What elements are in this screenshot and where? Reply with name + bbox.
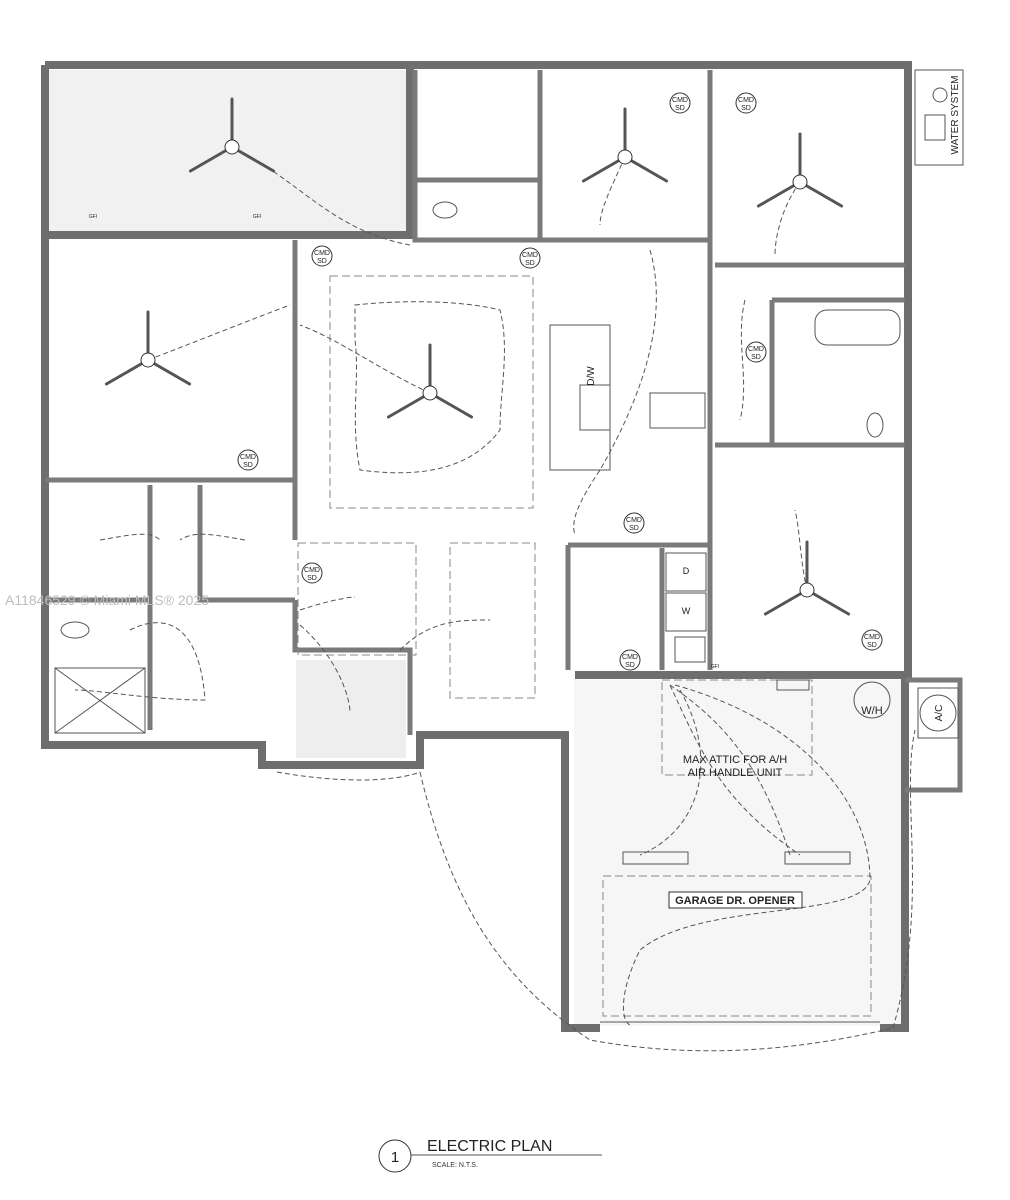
ac-unit-icon [917, 687, 959, 739]
circuit-wiring [74, 146, 916, 1052]
washer-icon [665, 592, 707, 632]
cmd-sd-label: SD [307, 575, 317, 582]
cmd-sd-label: CMD [748, 346, 764, 353]
cmd-sd-label: SD [625, 662, 635, 669]
ceiling-fans [104, 97, 851, 616]
cmd-sd-label: SD [317, 258, 327, 265]
ceiling-fan-icon [386, 343, 474, 419]
cmd-sd-label: CMD [864, 634, 880, 641]
cmd-sd-label: CMD [522, 252, 538, 259]
plan-title: ELECTRIC PLAN [427, 1138, 552, 1155]
attic-access-icon [776, 679, 810, 691]
fixtures [54, 69, 964, 865]
cmd-sd-label: CMD [626, 517, 642, 524]
ceiling-fan-icon [756, 132, 844, 208]
dryer-icon [665, 552, 707, 592]
toilet-icon [432, 201, 458, 219]
interior-walls [45, 70, 963, 793]
plan-labels: WATER SYSTEM D/W W/H A/C D W GFI GFI GFI… [89, 76, 961, 909]
garage-light-icon [784, 851, 851, 865]
range-icon [649, 392, 706, 429]
plan-scale: SCALE: N.T.S. [432, 1162, 478, 1169]
ceiling-fan-icon [188, 97, 276, 173]
cmd-sd-label: CMD [672, 97, 688, 104]
water-system-label: WATER SYSTEM [950, 76, 961, 155]
watermark: A11846529 © Miami MLS® 2025 [5, 592, 209, 608]
bathtub-icon [814, 309, 901, 346]
cmd-sd-label: SD [867, 642, 877, 649]
cmd-sd-label: SD [751, 354, 761, 361]
entry-porch-area [296, 660, 406, 758]
ceiling-fan-icon [581, 107, 669, 183]
cmd-sd-label: SD [741, 105, 751, 112]
ceiling-fan-icon [763, 540, 851, 616]
attic-label-line2: AIR HANDLE UNIT [688, 767, 783, 779]
toilet-icon [866, 412, 884, 438]
washer-label: W [682, 606, 691, 616]
cmd-sd-label: SD [243, 462, 253, 469]
garage-opener-label: GARAGE DR. OPENER [675, 895, 795, 907]
title-block: 1 ELECTRIC PLAN SCALE: N.T.S. [378, 1138, 602, 1173]
cmd-sd-label: CMD [304, 567, 320, 574]
cmd-sd-label: SD [525, 260, 535, 267]
water-heater-icon [853, 681, 891, 719]
garage-area [574, 680, 901, 1026]
attic-label-line1: MAX ATTIC FOR A/H [683, 754, 787, 766]
cmd-sd-label: CMD [314, 250, 330, 257]
kitchen-sink-icon [579, 384, 611, 431]
gfi-label: GFI [711, 664, 719, 670]
ac-label: A/C [934, 705, 945, 722]
gfi-label: GFI [89, 214, 97, 220]
cmd-sd-label: CMD [240, 454, 256, 461]
toilet-icon [60, 621, 90, 639]
cmd-sd-label: SD [675, 105, 685, 112]
shower-icon [54, 667, 146, 734]
garage-light-icon [622, 851, 689, 865]
gfi-label: GFI [253, 214, 261, 220]
ceiling-fan-icon [104, 310, 192, 386]
dryer-label: D [683, 566, 690, 576]
water-system-box [914, 69, 964, 166]
laundry-sink-icon [674, 636, 706, 663]
plan-number: 1 [391, 1149, 399, 1166]
water-heater-label: W/H [861, 705, 882, 717]
cmd-sd-label: SD [629, 525, 639, 532]
dishwasher-label: D/W [586, 366, 597, 386]
cmd-sd-label: CMD [622, 654, 638, 661]
exterior-walls [41, 61, 912, 1032]
smoke-detectors: CMDSDCMDSDCMDSDCMDSDCMDSDCMDSDCMDSDCMDSD… [237, 92, 883, 671]
cmd-sd-label: CMD [738, 97, 754, 104]
